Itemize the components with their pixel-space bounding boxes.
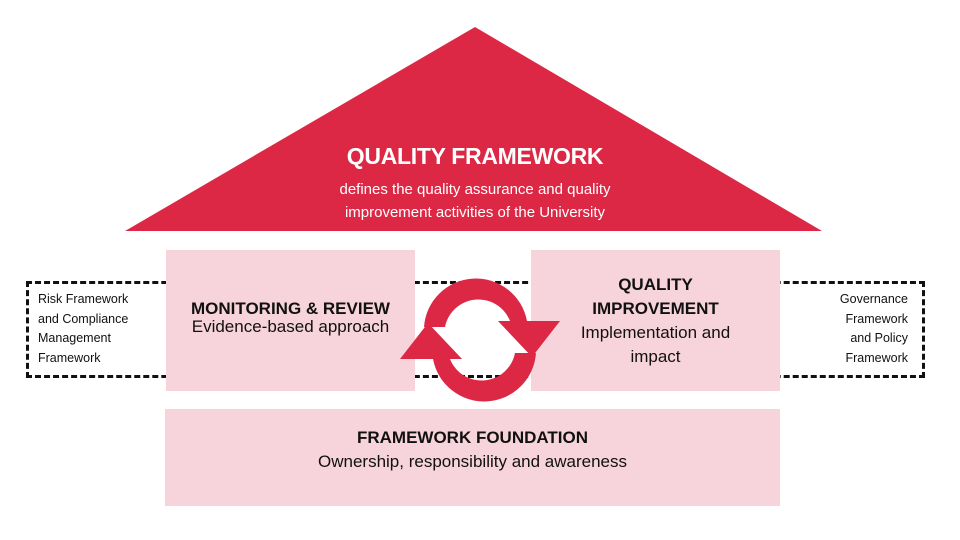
pillar-subtitle: impact [630, 346, 681, 366]
right-label-line: Framework [845, 311, 908, 326]
quality-improvement-pillar: QUALITY IMPROVEMENT Implementation and i… [531, 250, 780, 391]
cycle-arrow-top [424, 278, 527, 327]
cycle-arrow-bottom [433, 353, 536, 402]
pillar-subtitle: Evidence-based approach [191, 316, 390, 336]
foundation-title: FRAMEWORK FOUNDATION [356, 428, 589, 447]
right-label-line: Framework [845, 350, 908, 365]
left-label-line: Management [38, 331, 111, 345]
governance-policy-framework-label: Governance Framework and Policy Framewor… [790, 290, 908, 368]
roof-subtitle-line: improvement activities of the University [344, 204, 606, 221]
right-label-line: Governance [839, 292, 908, 306]
left-label-line: and Compliance [38, 311, 129, 326]
framework-foundation: FRAMEWORK FOUNDATION Ownership, responsi… [165, 409, 780, 506]
right-label-line: and Policy [850, 331, 908, 345]
roof-title: QUALITY FRAMEWORK [346, 143, 604, 169]
left-label-line: Framework [38, 350, 101, 365]
roof-triangle [125, 27, 822, 231]
refresh-cycle-arrows-icon [400, 278, 560, 402]
pillar-title: MONITORING & REVIEW [191, 298, 390, 318]
foundation-subtitle: Ownership, responsibility and awareness [318, 452, 627, 471]
roof-subtitle-line: defines the quality assurance and qualit… [339, 181, 611, 198]
pillar-title: QUALITY [618, 274, 693, 294]
pillar-title: IMPROVEMENT [592, 298, 719, 318]
cycle-arrowhead-right [498, 321, 560, 357]
roof-subtitle: defines the quality assurance and qualit… [250, 178, 700, 224]
pillar-subtitle: Implementation and [580, 322, 731, 342]
risk-compliance-framework-label: Risk Framework and Compliance Management… [38, 290, 163, 368]
monitoring-review-pillar: MONITORING & REVIEW Evidence-based appro… [166, 250, 415, 391]
left-label-line: Risk Framework [38, 292, 129, 306]
cycle-arrowhead-left [400, 323, 462, 359]
